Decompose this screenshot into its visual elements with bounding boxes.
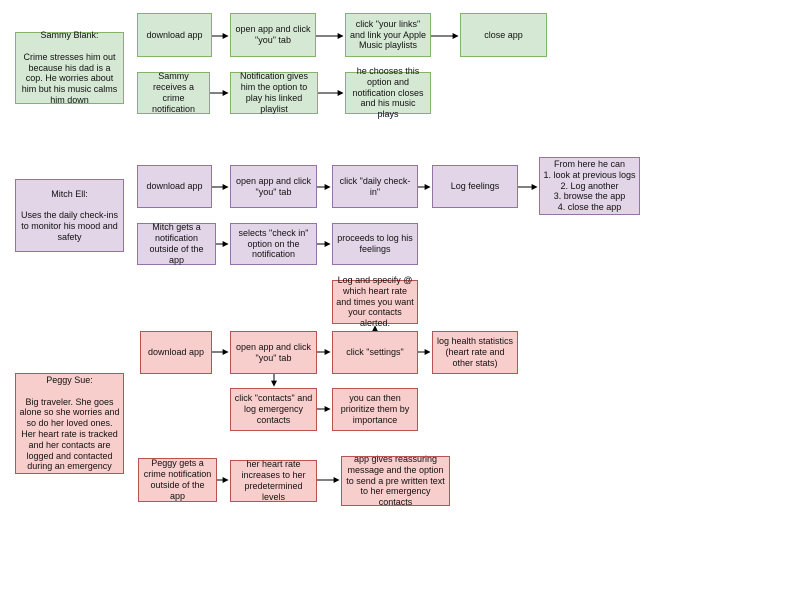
peggy-crime-notification: Peggy gets a crime notification outside … [138,458,217,502]
mitch-select-checkin: selects "check in" option on the notific… [230,223,317,265]
mitch-log-feelings: Log feelings [432,165,518,208]
mitch-proceed-log: proceeds to log his feelings [332,223,418,265]
peggy-open-app: open app and click "you" tab [230,331,317,374]
mitch-notification: Mitch gets a notification outside of the… [137,222,216,265]
persona-mitch: Mitch Ell: Uses the daily check-ins to m… [15,179,124,252]
peggy-download-app: download app [140,331,212,374]
persona-sammy: Sammy Blank: Crime stresses him out beca… [15,30,124,105]
peggy-click-settings: click "settings" [332,331,418,374]
peggy-prioritize: you can then prioritize them by importan… [332,388,418,431]
sammy-playlist-option: Notification gives him the option to pla… [230,71,318,114]
peggy-specify-alerts: Log and specify @ which heart rate and t… [332,275,418,328]
sammy-download-app: download app [137,13,212,57]
mitch-download-app: download app [137,165,212,208]
sammy-open-app: open app and click "you" tab [230,13,316,57]
mitch-next-options: From here he can 1. look at previous log… [539,157,640,215]
peggy-reassuring-message: app gives reassuring message and the opt… [341,454,450,507]
peggy-log-health: log health statistics (heart rate and ot… [432,331,518,374]
sammy-close-app: close app [460,13,547,57]
persona-peggy: Peggy Sue: Big traveler. She goes alone … [15,373,124,474]
sammy-music-plays: he chooses this option and notification … [345,66,431,119]
peggy-heart-rate: her heart rate increases to her predeter… [230,459,317,502]
peggy-log-contacts: click "contacts" and log emergency conta… [230,388,317,431]
mitch-open-app: open app and click "you" tab [230,165,317,208]
sammy-crime-notification: Sammy receives a crime notification [137,71,210,114]
sammy-link-playlists: click "your links" and link your Apple M… [345,13,431,57]
mitch-daily-checkin: click "daily check-in" [332,165,418,208]
